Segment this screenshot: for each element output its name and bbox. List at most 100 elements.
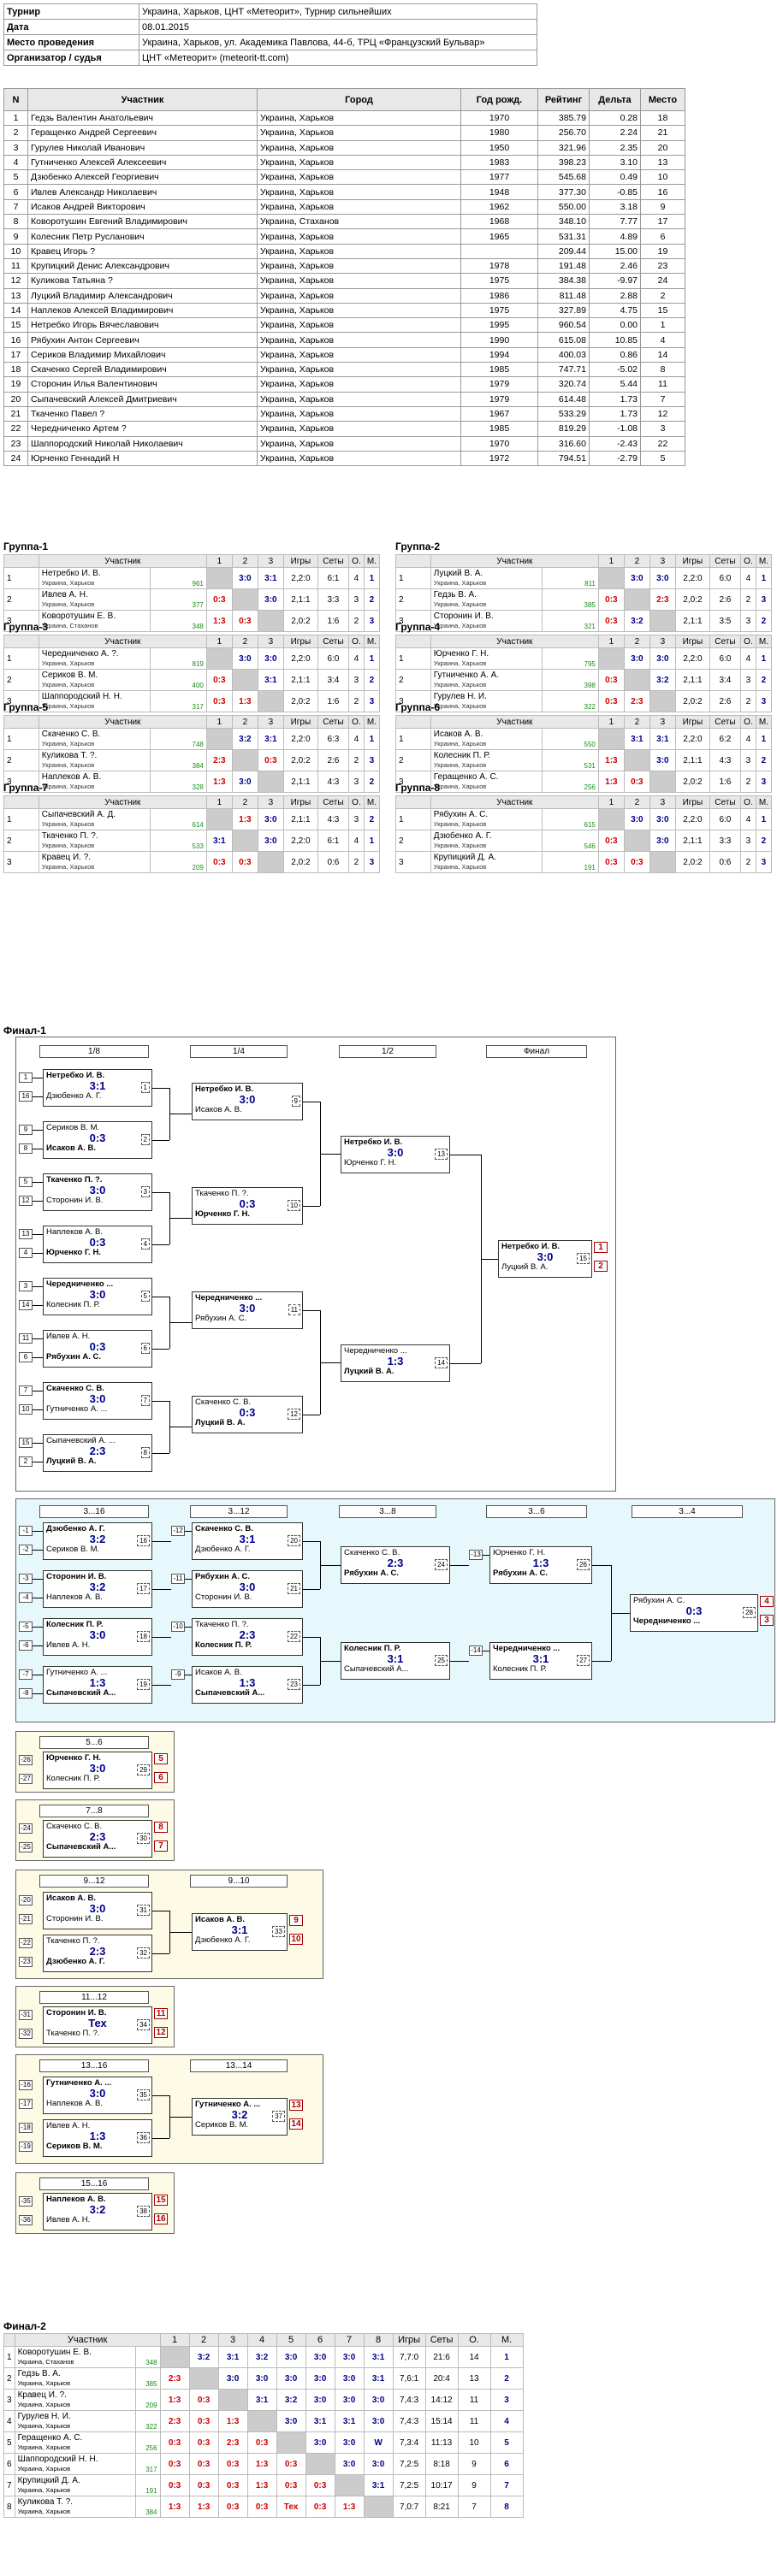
final2-stat: 11 bbox=[457, 2389, 491, 2411]
match-score: 3:0 bbox=[342, 2373, 356, 2384]
table-cell: Украина, Харьков bbox=[257, 376, 461, 393]
table-cell: -2.79 bbox=[589, 450, 641, 467]
table-cell: 3.18 bbox=[589, 198, 641, 216]
table-cell: Ивлев Александр Николаевич bbox=[27, 184, 258, 200]
match-score: 1:3 bbox=[89, 2130, 106, 2142]
player-city: Украина, Харьков bbox=[433, 863, 487, 871]
group-place: 1 bbox=[755, 728, 773, 750]
bracket-line bbox=[33, 1338, 43, 1339]
match-score: 0:3 bbox=[197, 2395, 211, 2405]
table-cell: 2.46 bbox=[589, 257, 641, 275]
final2-stat: 7 bbox=[457, 2496, 491, 2518]
match-score: 3:0 bbox=[656, 573, 669, 583]
group-stat: 2,1:1 bbox=[282, 669, 318, 691]
player-a: Ткаченко П. ?. bbox=[195, 1189, 249, 1198]
player-city: Украина, Харьков bbox=[41, 579, 95, 587]
final2-result: 3:2 bbox=[246, 2346, 277, 2368]
group-stat: 1:6 bbox=[317, 690, 349, 712]
group-header: Участник bbox=[430, 554, 599, 568]
table-cell: Украина, Харьков bbox=[257, 332, 461, 348]
match-score: 0:3 bbox=[226, 2502, 240, 2512]
player-rating: 961 bbox=[149, 567, 207, 589]
match-score: 0:3 bbox=[685, 1604, 703, 1617]
seed-number: -5 bbox=[19, 1622, 33, 1632]
player-a: Ткаченко П. ?. bbox=[195, 1620, 249, 1629]
match-number: 20 bbox=[288, 1535, 300, 1546]
table-cell: 23 bbox=[640, 257, 685, 275]
place-number: 3 bbox=[760, 1615, 774, 1626]
group-result bbox=[205, 647, 233, 670]
player-b: Сторонин И. В. bbox=[46, 1196, 104, 1205]
final2-stat: 7,2:5 bbox=[392, 2474, 426, 2496]
final2-result: 0:3 bbox=[188, 2474, 219, 2496]
player-name: Геращенко А. С. bbox=[433, 772, 499, 782]
player-rating: 533 bbox=[149, 830, 207, 852]
final2-result: 3:0 bbox=[305, 2389, 335, 2411]
player-b: Сторонин И. В. bbox=[195, 1592, 252, 1602]
match-score: 2:3 bbox=[239, 1628, 256, 1641]
match-score: 3:0 bbox=[239, 1093, 256, 1106]
final2-result: 1:3 bbox=[246, 2474, 277, 2496]
seed-number: 7 bbox=[19, 1385, 33, 1396]
player-b: Сериков В. М. bbox=[195, 2120, 249, 2130]
final2-stat: 8:18 bbox=[424, 2453, 459, 2475]
final2-result: 0:3 bbox=[188, 2410, 219, 2432]
final2-result: 0:3 bbox=[159, 2431, 190, 2454]
group-result bbox=[597, 567, 625, 589]
final2-stat: 14 bbox=[457, 2346, 491, 2368]
match-score: 0:3 bbox=[264, 755, 277, 765]
group-num: 2 bbox=[3, 669, 39, 691]
table-cell: 9 bbox=[640, 198, 685, 216]
match-score: 3:0 bbox=[371, 2459, 385, 2469]
player-name: Кравец И. ?. bbox=[41, 853, 92, 862]
match-score: 3:2 bbox=[656, 675, 669, 685]
group-place: 1 bbox=[363, 647, 381, 670]
group-result: 3:1 bbox=[623, 728, 650, 750]
group-result: 1:3 bbox=[231, 808, 258, 830]
final2-player: Геращенко А. С.Украина, Харьков bbox=[14, 2431, 137, 2454]
group-header bbox=[395, 715, 431, 729]
table-cell: 5 bbox=[640, 450, 685, 467]
bracket-line bbox=[320, 1154, 341, 1155]
seed-number: 10 bbox=[19, 1404, 33, 1415]
player-a: Ткаченко П. ?. bbox=[46, 1175, 103, 1185]
place-number: 5 bbox=[154, 1753, 168, 1764]
final2-result: 0:3 bbox=[305, 2474, 335, 2496]
table-cell: 1948 bbox=[460, 184, 538, 200]
player-rating: 191 bbox=[135, 2474, 161, 2496]
group-header: Участник bbox=[38, 715, 207, 729]
group-result bbox=[623, 588, 650, 611]
column-header: Рейтинг bbox=[537, 88, 590, 111]
final2-stat: 14:12 bbox=[424, 2389, 459, 2411]
table-cell: 1.73 bbox=[589, 391, 641, 407]
seed-number: -32 bbox=[19, 2029, 33, 2039]
player-b: Сыпачевский А... bbox=[195, 1688, 265, 1698]
table-cell: 6 bbox=[3, 184, 28, 200]
column-header: Город bbox=[257, 88, 461, 111]
match-score: 3:0 bbox=[656, 755, 669, 765]
group-stat: 2,0:2 bbox=[282, 749, 318, 771]
seed-number: -3 bbox=[19, 1574, 33, 1584]
group-place: 3 bbox=[755, 588, 773, 611]
group-stat: 2 bbox=[347, 610, 365, 632]
bracket-line bbox=[481, 1259, 498, 1260]
player-b: Юрченко Г. Н. bbox=[344, 1158, 397, 1167]
final2-result: 1:3 bbox=[334, 2496, 365, 2518]
player-a: Юрченко Г. Н. bbox=[493, 1548, 546, 1557]
info-value: 08.01.2015 bbox=[139, 19, 537, 35]
table-cell: Украина, Харьков bbox=[257, 302, 461, 319]
